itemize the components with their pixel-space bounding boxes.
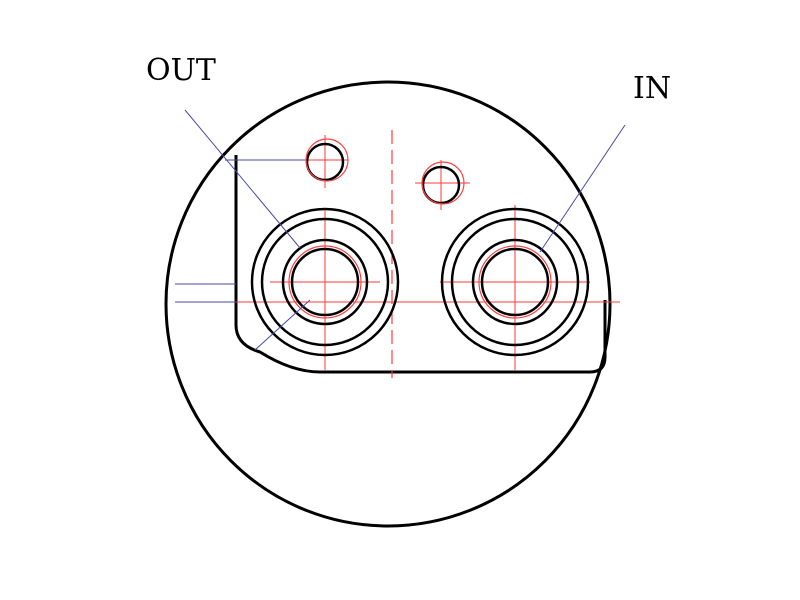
- out-port: [250, 207, 400, 357]
- flange-outline: [234, 155, 607, 374]
- leader-lines: [175, 109, 626, 351]
- in-port: [440, 207, 590, 357]
- out-label: OUT: [146, 53, 216, 88]
- bolt-hole-right: [421, 161, 465, 205]
- housing-outline: [164, 80, 612, 528]
- in-label: IN: [633, 71, 671, 106]
- bolt-hole-left: [305, 138, 349, 182]
